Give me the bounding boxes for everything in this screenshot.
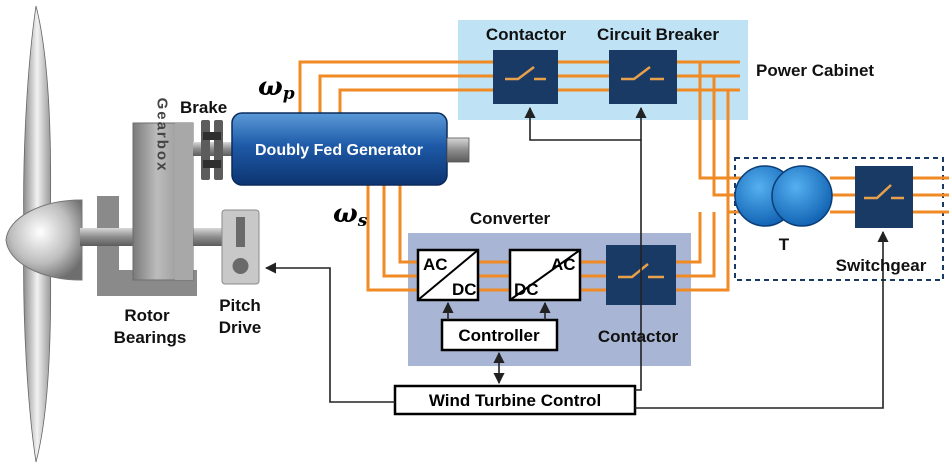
stator-line-3 xyxy=(338,88,740,113)
control-lines xyxy=(264,106,889,409)
dc2-label: DC xyxy=(514,280,539,299)
rotor-line-3 xyxy=(398,183,418,264)
contactor-top-label: Contactor xyxy=(486,25,567,44)
ac2-label: AC xyxy=(551,255,576,274)
pitch-drive-icon xyxy=(221,209,260,285)
doubly-fed-generator xyxy=(231,112,470,186)
ac1-label: AC xyxy=(423,255,448,274)
transformer-label: T xyxy=(779,235,790,254)
rotor-bearings-label-line2: Bearings xyxy=(114,328,187,347)
gearbox-block xyxy=(132,122,194,281)
cabinet-drop-1 xyxy=(698,62,745,180)
power-cabinet-label: Power Cabinet xyxy=(756,61,874,80)
rotor-line-1 xyxy=(366,183,418,292)
ac-dc-rectifier-box xyxy=(416,248,480,302)
wtc-to-switchgear-arrow xyxy=(635,230,889,409)
gearbox-label: Gearbox xyxy=(154,98,171,173)
rotor-hub xyxy=(5,199,83,281)
controller-label: Controller xyxy=(458,326,540,345)
contactor-top-switch xyxy=(493,50,558,104)
dc1-label: DC xyxy=(452,280,477,299)
omega-s-label: ωs xyxy=(333,199,368,231)
conv-join-3 xyxy=(676,212,730,292)
wind-turbine-control-label: Wind Turbine Control xyxy=(429,391,601,410)
transformer-icon xyxy=(734,165,833,227)
conv-join-1 xyxy=(676,212,702,264)
switchgear-label: Switchgear xyxy=(836,256,927,275)
brake-label: Brake xyxy=(180,98,227,117)
stator-line-1 xyxy=(298,60,740,113)
pitch-drive-label-line1: Pitch xyxy=(219,296,261,315)
switchgear-switch xyxy=(855,166,913,228)
circuit-breaker-label: Circuit Breaker xyxy=(597,25,719,44)
converter-label: Converter xyxy=(470,209,551,228)
controller-box xyxy=(440,318,559,352)
contactor-bottom-label: Contactor xyxy=(598,327,679,346)
wind-turbine-control-box xyxy=(393,384,637,416)
brake-disc xyxy=(201,120,223,180)
wtc-to-pitch-arrow xyxy=(264,262,395,403)
pitch-drive-label-line2: Drive xyxy=(219,318,262,337)
conv-join-2 xyxy=(676,212,716,278)
power-lines xyxy=(298,60,949,292)
generator-label: Doubly Fed Generator xyxy=(255,142,423,159)
circuit-breaker-switch xyxy=(609,50,677,104)
omega-p-label: ωp xyxy=(258,72,295,104)
stator-line-2 xyxy=(318,74,740,113)
dc-ac-inverter-box xyxy=(508,248,582,302)
rotor-line-2 xyxy=(382,183,418,278)
rotor-bearings-label-line1: Rotor xyxy=(124,306,170,325)
